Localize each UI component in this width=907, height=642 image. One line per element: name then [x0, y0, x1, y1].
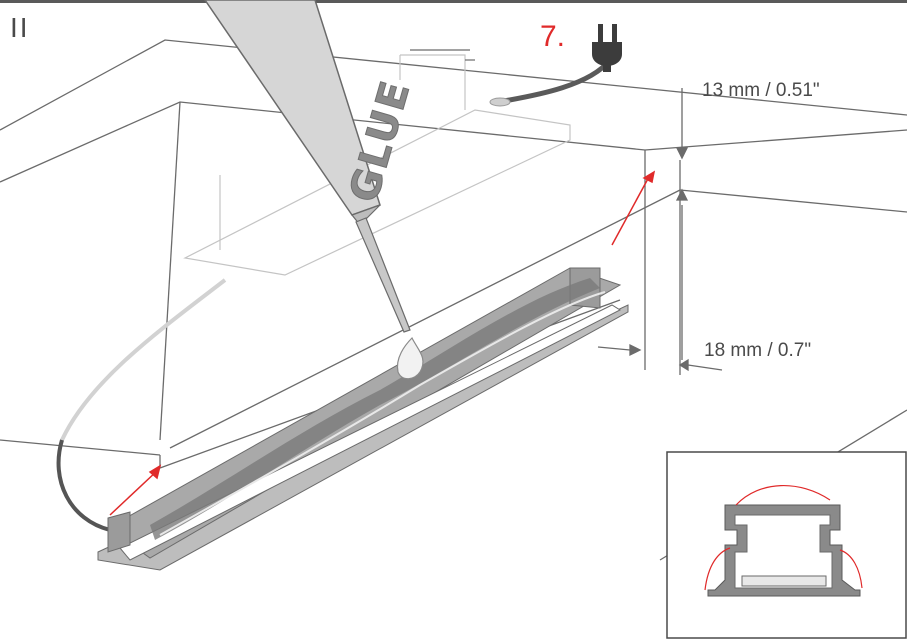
glue-tube: [204, 0, 411, 333]
junction-box: [183, 49, 571, 276]
dimension-lines: [597, 88, 723, 372]
glue-blob: [396, 336, 424, 380]
red-arrows: [109, 170, 656, 516]
dimension-side-label: 18 mm / 0.7": [704, 340, 812, 361]
top-rule: [0, 0, 907, 3]
plug-icon: [592, 24, 622, 72]
power-cable: [489, 58, 612, 107]
section-label: II: [10, 12, 30, 43]
step-number: 7.: [540, 20, 566, 53]
led-profile: [97, 267, 629, 571]
led-cable: [56, 278, 227, 532]
dimension-top-label: 13 mm / 0.51": [702, 80, 820, 101]
ceiling-panel: [0, 39, 907, 561]
profile-detail-inset: [666, 451, 907, 639]
